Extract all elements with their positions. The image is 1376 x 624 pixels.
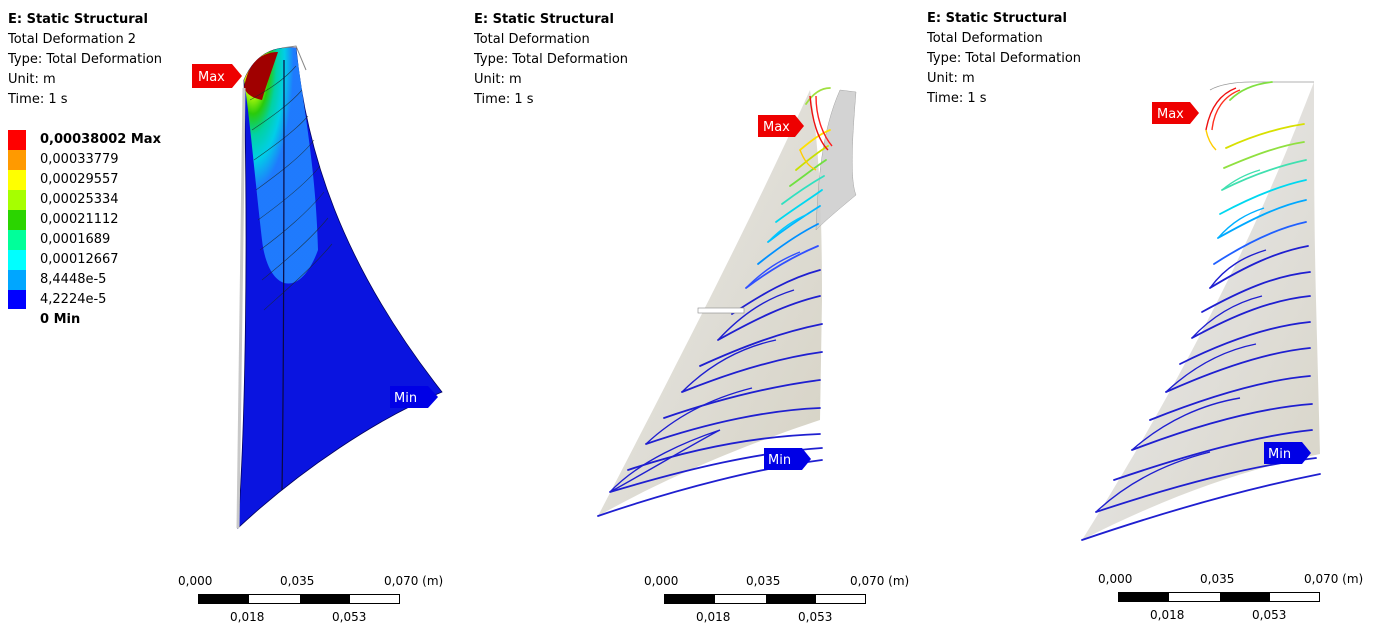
scale-tick-0: 0,000 [1098, 572, 1133, 586]
legend-swatch [8, 290, 26, 309]
result-type: Type: Total Deformation [8, 52, 163, 67]
result-type: Type: Total Deformation [927, 51, 1082, 66]
viewport-total-deformation-2[interactable]: E: Static Structural Total Deformation 2… [0, 0, 460, 624]
legend-label: 4,2224e-5 [40, 292, 107, 307]
min-marker-label: Min [768, 453, 791, 468]
scale-tick-b2: 0,053 [798, 610, 833, 624]
scale-tick-b1: 0,018 [696, 610, 731, 624]
legend-swatch [8, 130, 26, 151]
scale-tick-b1: 0,018 [230, 610, 265, 624]
deformation-wireframe-model[interactable]: Max Min [460, 0, 920, 560]
result-info: E: Static Structural Total Deformation 2… [8, 10, 162, 110]
result-name: Total Deformation [927, 31, 1043, 46]
legend-swatch [8, 210, 26, 231]
legend-label: 0,00033779 [40, 152, 119, 167]
scale-tick-2: 0,070 (m) [1304, 572, 1364, 586]
result-name: Total Deformation [474, 32, 590, 47]
result-time: Time: 1 s [474, 92, 534, 107]
min-marker-label: Min [394, 391, 417, 406]
max-marker: Max [1152, 102, 1199, 124]
system-title: E: Static Structural [8, 12, 148, 27]
legend-swatch [8, 190, 26, 211]
legend-swatch [8, 150, 26, 171]
legend-label: 0,00021112 [40, 212, 119, 227]
scale-tick-1: 0,035 [746, 574, 781, 588]
scale-bar: 0,000 0,035 0,070 (m) 0,018 0,053 [1098, 572, 1363, 622]
scale-bar: 0,000 0,035 0,070 (m) 0,018 0,053 [644, 574, 909, 624]
legend-label: 0 Min [40, 312, 81, 327]
system-title: E: Static Structural [474, 12, 614, 27]
scale-tick-1: 0,035 [1200, 572, 1235, 586]
result-type: Type: Total Deformation [474, 52, 629, 67]
legend-label: 8,4448e-5 [40, 272, 107, 287]
result-info: E: Static Structural Total Deformation T… [927, 9, 1081, 109]
min-marker-label: Min [1268, 447, 1291, 462]
result-unit: Unit: m [8, 72, 56, 87]
legend-swatch [8, 250, 26, 271]
min-marker: Min [390, 386, 438, 408]
scale-tick-b2: 0,053 [332, 610, 367, 624]
max-marker-label: Max [198, 70, 225, 85]
scale-tick-b1: 0,018 [1150, 608, 1185, 622]
viewport-total-deformation-c[interactable]: E: Static Structural Total Deformation T… [920, 0, 1376, 624]
legend-swatch [8, 270, 26, 291]
result-info: E: Static Structural Total Deformation T… [474, 10, 628, 110]
scale-tick-1: 0,035 [280, 574, 315, 588]
legend-label: 0,0001689 [40, 232, 111, 247]
legend-swatch [8, 230, 26, 251]
result-unit: Unit: m [927, 71, 975, 86]
min-marker: Min [1264, 442, 1311, 464]
viewport-total-deformation-b[interactable]: E: Static Structural Total Deformation T… [460, 0, 920, 624]
max-marker: Max [192, 64, 242, 88]
system-title: E: Static Structural [927, 11, 1067, 26]
legend-label: 0,00038002 Max [40, 132, 161, 147]
result-time: Time: 1 s [927, 91, 987, 106]
legend-label: 0,00029557 [40, 172, 119, 187]
scale-tick-0: 0,000 [644, 574, 679, 588]
scale-bar-graphic [664, 594, 866, 604]
result-name: Total Deformation 2 [8, 32, 137, 47]
scale-bar-graphic [1118, 592, 1320, 602]
legend-label: 0,00025334 [40, 192, 119, 207]
scale-tick-0: 0,000 [178, 574, 213, 588]
result-time: Time: 1 s [8, 92, 68, 107]
result-unit: Unit: m [474, 72, 522, 87]
deformation-wireframe-model[interactable]: Max Min [920, 0, 1376, 560]
scale-bar-graphic [198, 594, 400, 604]
legend-label: 0,00012667 [40, 252, 119, 267]
legend-swatch [8, 170, 26, 191]
max-marker-label: Max [1157, 107, 1184, 122]
scale-bar: 0,000 0,035 0,070 (m) 0,018 0,053 [178, 574, 443, 624]
deformation-contour-model[interactable]: Max Min [0, 0, 460, 560]
max-marker: Max [758, 115, 804, 137]
max-marker-label: Max [763, 120, 790, 135]
scale-tick-2: 0,070 (m) [384, 574, 444, 588]
min-marker: Min [764, 448, 811, 470]
scale-tick-b2: 0,053 [1252, 608, 1287, 622]
scale-tick-2: 0,070 (m) [850, 574, 910, 588]
